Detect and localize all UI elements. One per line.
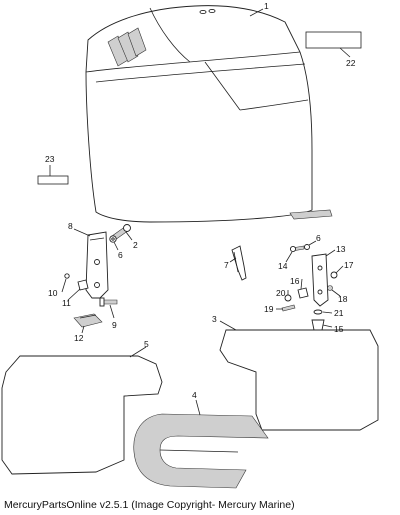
callout-6-left: 6 [118, 250, 123, 260]
callout-23: 23 [45, 154, 55, 164]
right-latch-assembly [281, 244, 338, 331]
callout-11: 11 [62, 298, 71, 308]
callout-15: 15 [334, 324, 344, 334]
callout-20: 20 [276, 288, 286, 298]
callout-7: 7 [224, 260, 229, 270]
callout-1: 1 [264, 1, 269, 11]
callout-2: 2 [133, 240, 138, 250]
panel-5 [1, 355, 163, 475]
callout-13: 13 [336, 244, 346, 254]
callout-6-right: 6 [316, 233, 321, 243]
callout-19: 19 [264, 304, 274, 314]
decal-box-22 [305, 31, 362, 49]
callout-8: 8 [68, 221, 73, 231]
callout-17: 17 [344, 260, 354, 270]
callout-18: 18 [338, 294, 348, 304]
panel-3 [219, 329, 379, 431]
seal-4 [133, 413, 269, 489]
clip-7 [231, 245, 247, 281]
leader-lines [49, 8, 351, 416]
callout-14: 14 [278, 261, 288, 271]
top-cowl [85, 5, 333, 223]
decal-box-23 [37, 175, 69, 185]
callout-21: 21 [334, 308, 344, 318]
callout-5: 5 [144, 339, 149, 349]
callout-9: 9 [112, 320, 117, 330]
callout-16: 16 [290, 276, 300, 286]
callout-10: 10 [48, 288, 58, 298]
callout-12: 12 [74, 333, 84, 343]
callout-numbers: 1 22 23 8 2 6 10 11 9 12 7 6 14 13 17 16… [45, 1, 356, 400]
callout-4: 4 [192, 390, 197, 400]
callout-3: 3 [212, 314, 217, 324]
callout-22: 22 [346, 58, 356, 68]
left-latch-assembly [64, 224, 131, 328]
copyright-caption: MercuryPartsOnline v2.5.1 (Image Copyrig… [4, 499, 295, 511]
